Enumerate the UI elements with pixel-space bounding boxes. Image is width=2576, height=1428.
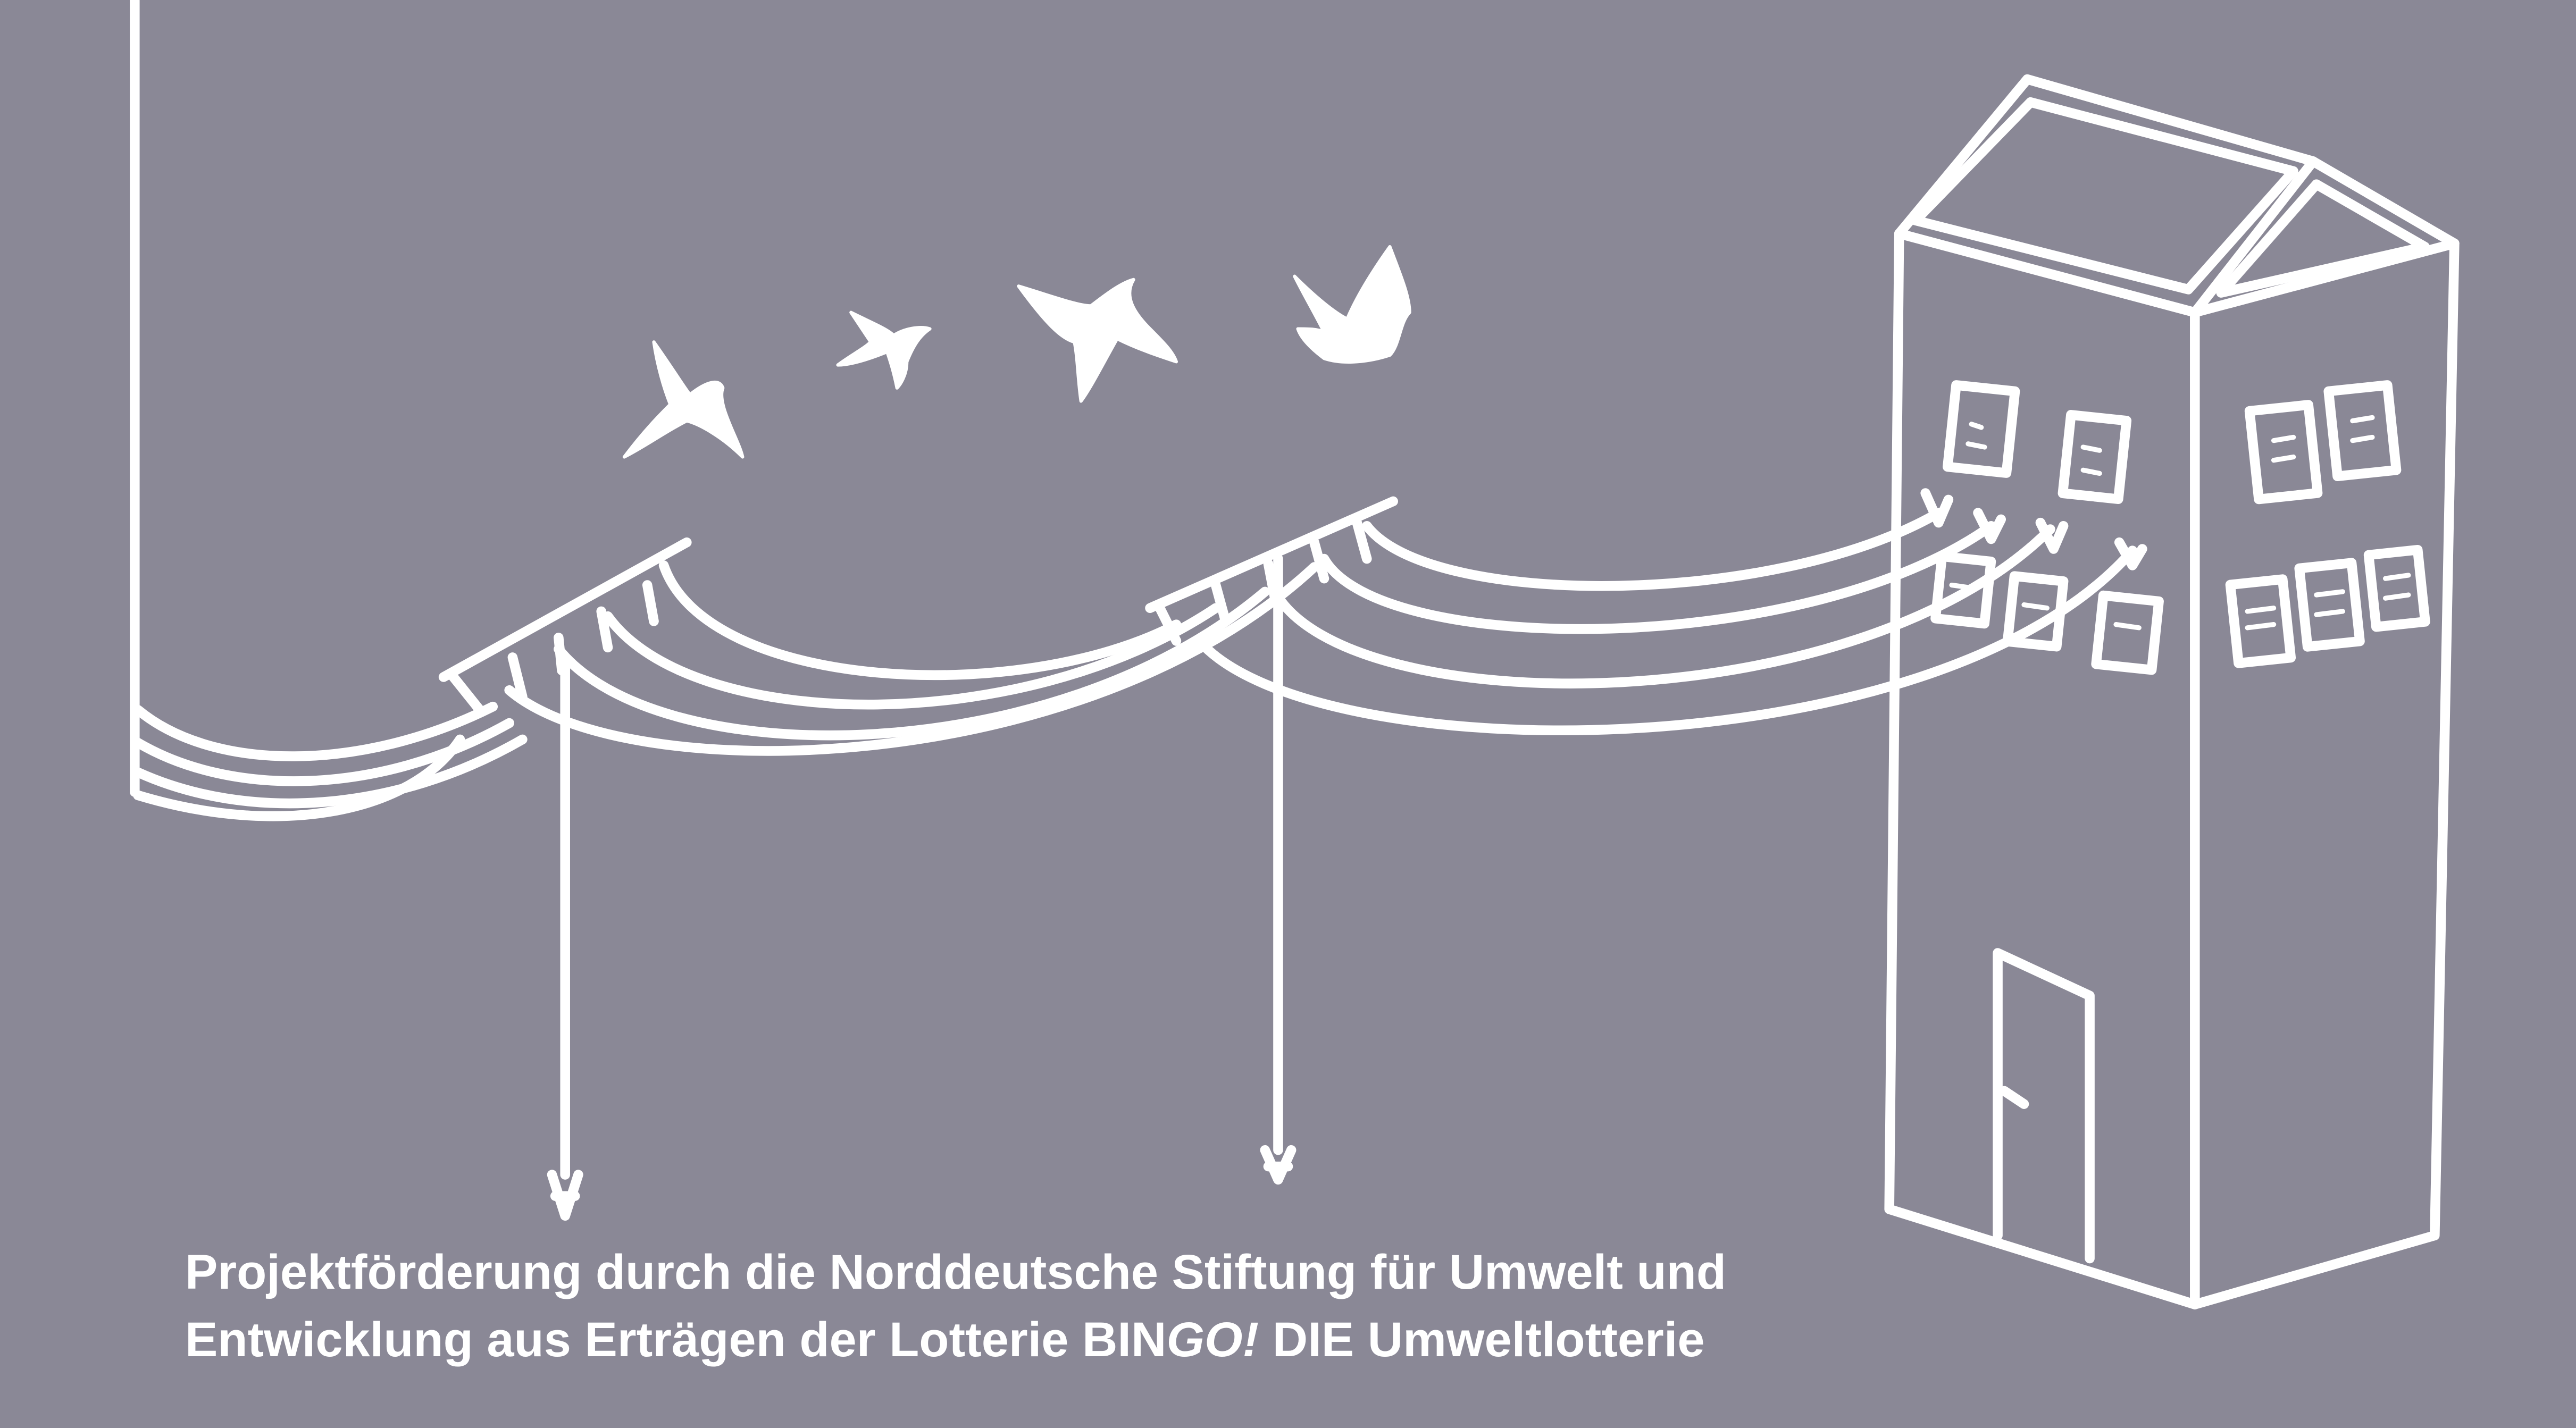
caption-line-1: Projektförderung durch die Norddeutsche … [185, 1245, 1727, 1299]
bird-3 [1017, 278, 1178, 403]
wire-hooks [1920, 488, 2147, 570]
power-pole-1 [438, 537, 692, 1221]
caption-bingo-italic: GO! [1166, 1313, 1259, 1367]
wires-span-1 [504, 560, 1319, 756]
bird-4 [1293, 245, 1411, 364]
birds [622, 245, 1411, 459]
caption-line-2: Entwicklung aus Erträgen der Lotterie BI… [185, 1306, 1887, 1374]
caption-line-2-start: Entwicklung aus Erträgen der Lotterie BI… [185, 1313, 1167, 1367]
house [1884, 74, 2460, 1309]
bird-2 [836, 310, 932, 390]
funding-caption: Projektförderung durch die Norddeutsche … [185, 1239, 1887, 1374]
left-wire-bundle [133, 701, 528, 821]
bird-1 [622, 340, 745, 459]
wires-span-2 [1194, 508, 2138, 736]
caption-line-2-end: DIE Umweltlotterie [1259, 1313, 1705, 1367]
